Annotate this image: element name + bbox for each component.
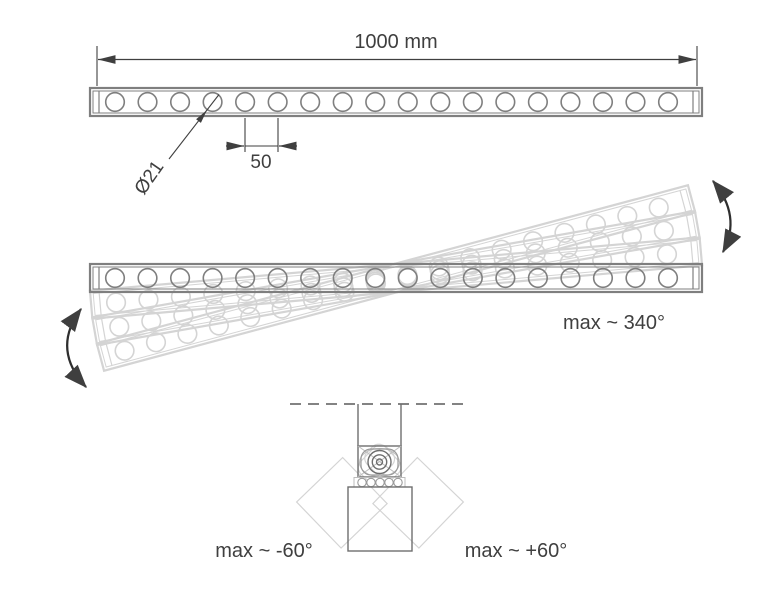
pivot-middle-circle bbox=[371, 454, 388, 470]
bracket-yoke bbox=[360, 448, 399, 476]
tilt-positive-label: max ~ +60° bbox=[465, 540, 568, 562]
length-dimension: 1000 mm bbox=[96, 31, 698, 86]
overall-length-label: 1000 mm bbox=[354, 31, 437, 53]
light-bar-top-view bbox=[88, 86, 704, 118]
hinge-scallop bbox=[393, 477, 403, 488]
hinge-scallop bbox=[375, 477, 385, 488]
pivot-axle bbox=[375, 458, 384, 466]
rotation-arrow-left bbox=[60, 307, 87, 388]
light-bar-rotation-view bbox=[88, 262, 704, 294]
ghost-bar-15deg bbox=[95, 184, 697, 372]
hinge-scallop bbox=[384, 477, 394, 488]
leader-arrowhead bbox=[196, 110, 207, 123]
tilt-negative-label: max ~ -60° bbox=[215, 540, 312, 562]
fixture-body-end-view bbox=[347, 486, 413, 552]
leader-line bbox=[168, 94, 220, 160]
hinge-scallop bbox=[366, 477, 376, 488]
hole-diameter-label: Ø21 bbox=[131, 157, 169, 198]
tilt-view: max ~ -60° max ~ +60° bbox=[215, 403, 568, 562]
pivot-outer-circle bbox=[367, 449, 392, 475]
rotation-view: max ~ 340° bbox=[60, 179, 742, 388]
hole-spacing-dimension: 50 bbox=[226, 118, 297, 173]
hinge-scallop bbox=[357, 477, 367, 488]
rotation-range-label: max ~ 340° bbox=[563, 312, 665, 334]
hole-spacing-label: 50 bbox=[250, 152, 271, 173]
rotation-arrow-right bbox=[712, 179, 742, 254]
